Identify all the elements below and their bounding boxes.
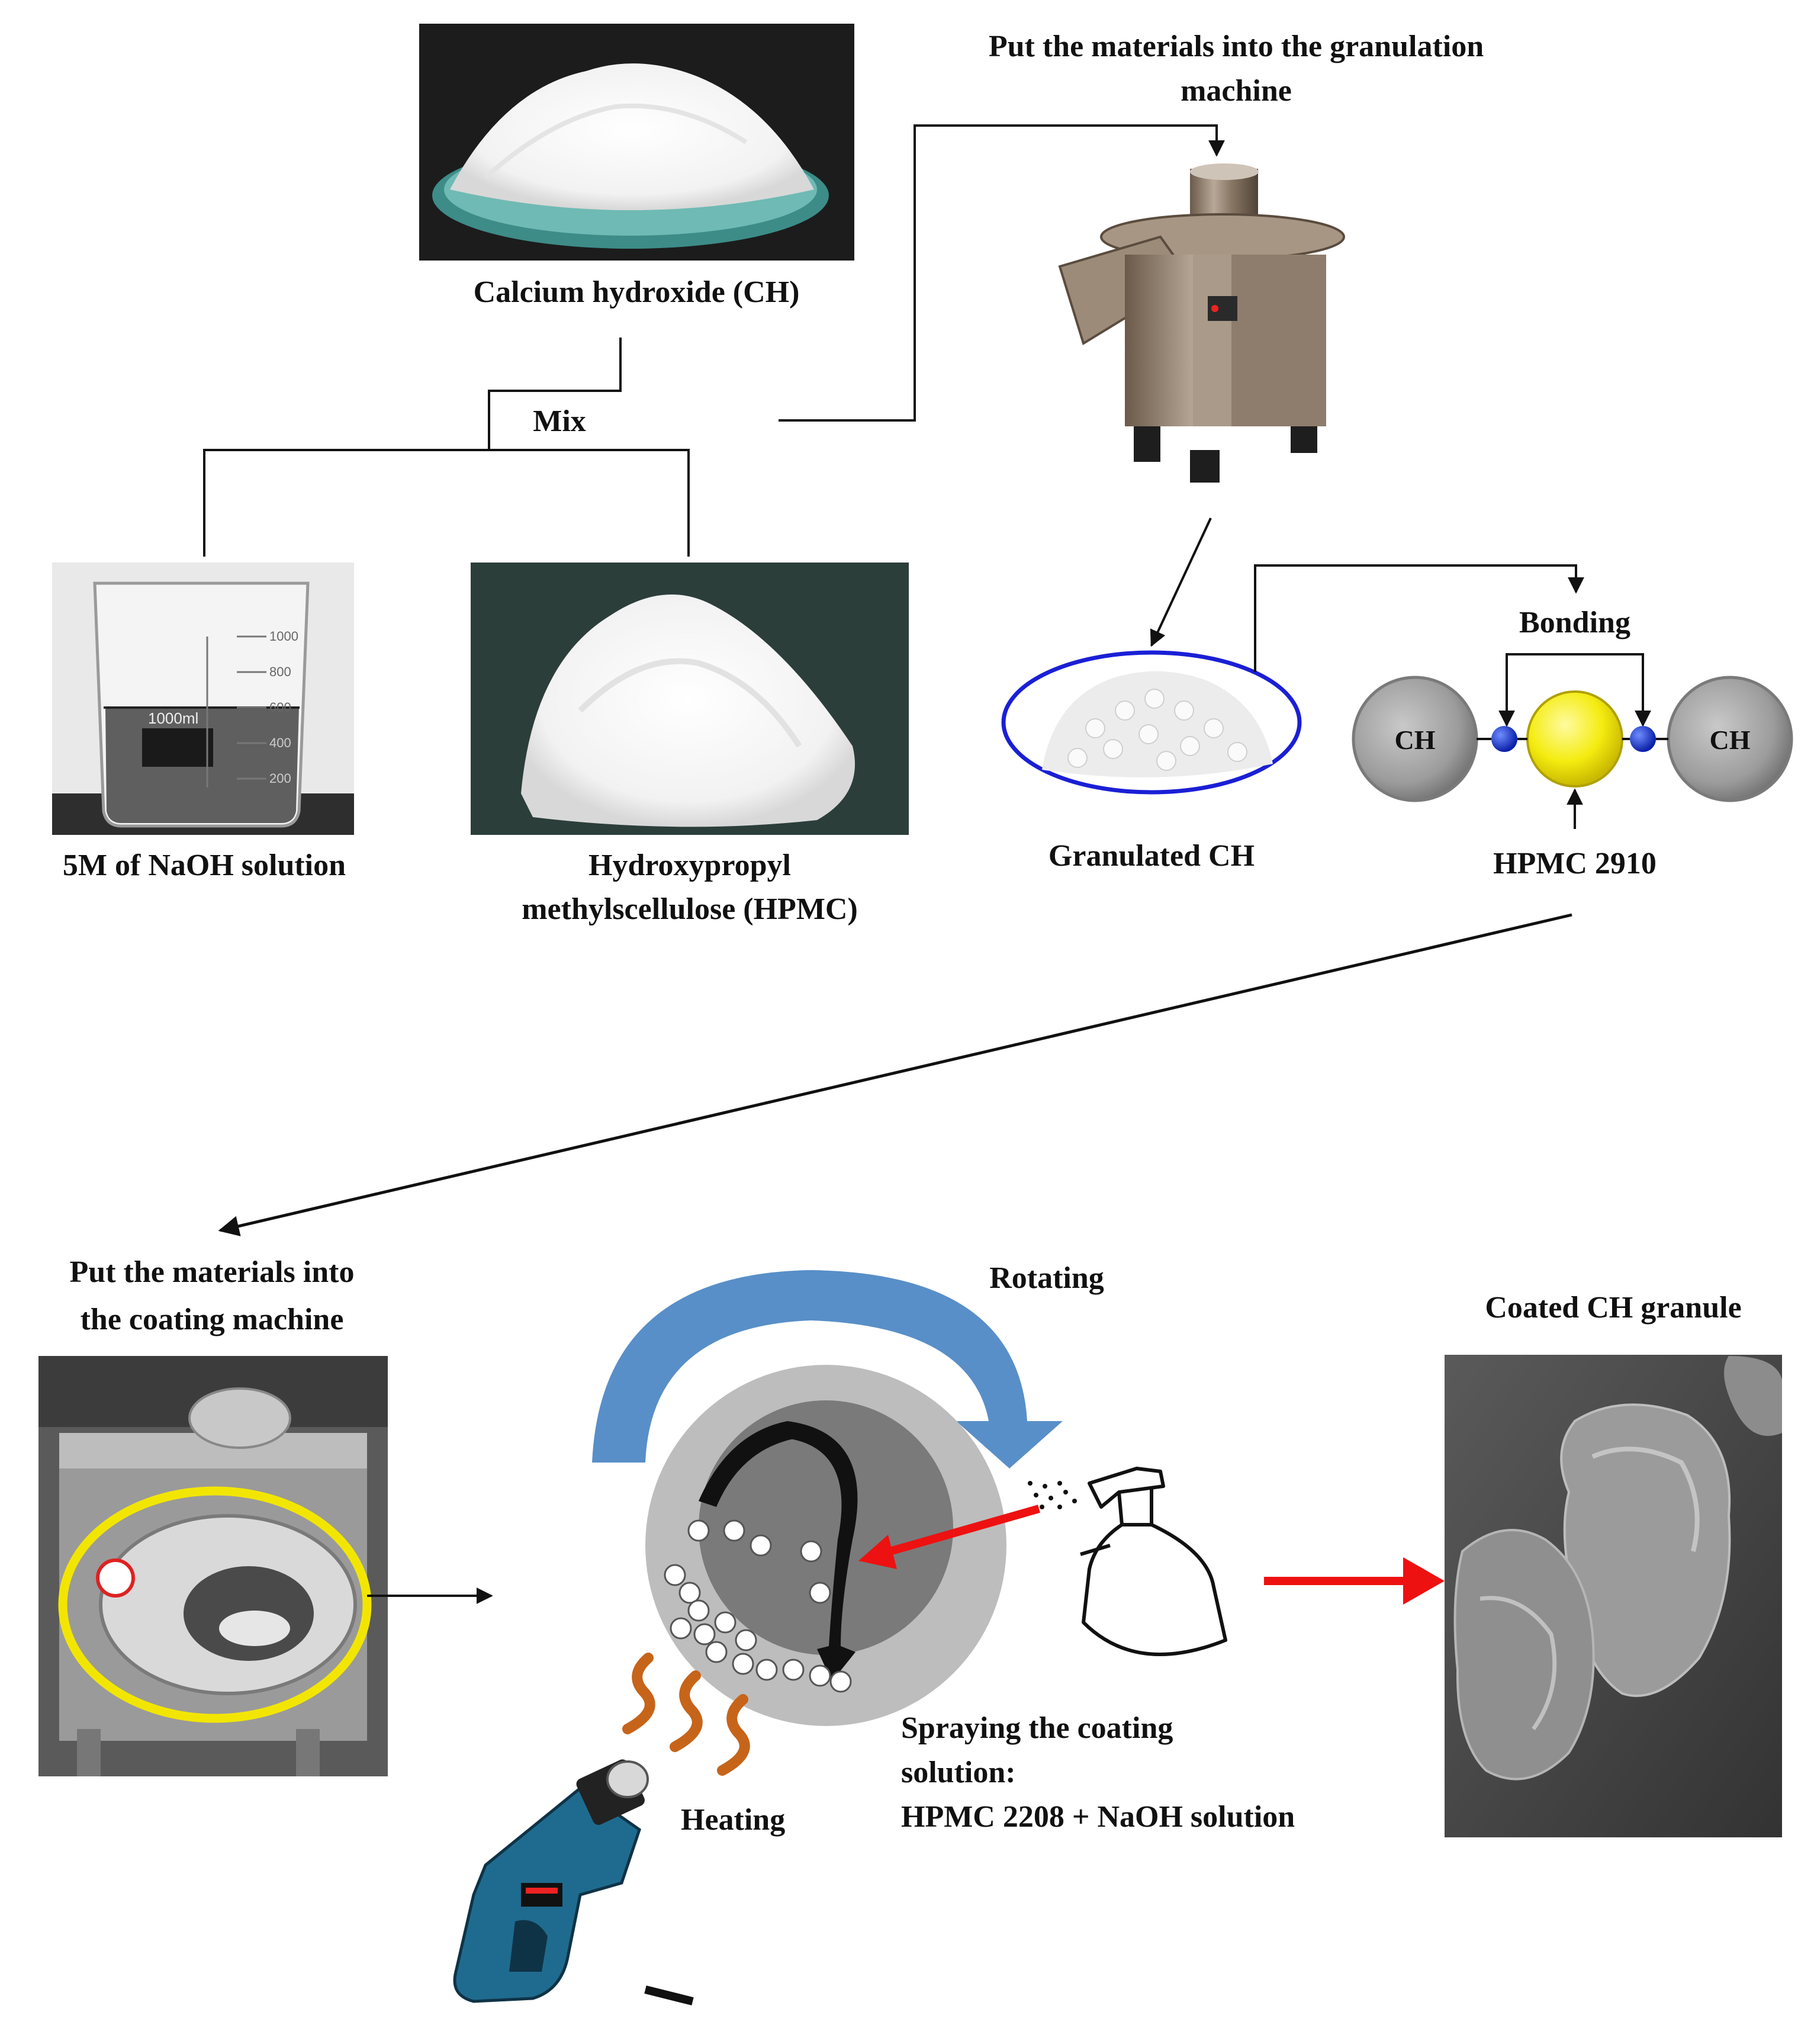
hpmc-powder-photo [471,563,909,835]
calcium-hydroxide-photo [419,24,854,261]
hpmc-label-line2: methylscellulose (HPMC) [522,892,858,926]
naoh-beaker-photo: 1000 800 600 400 200 1000ml [52,563,354,835]
bonding-ch-left: CH [1395,725,1436,755]
naoh-label: 5M of NaOH solution [63,849,346,882]
bonding-ch-right: CH [1710,725,1751,755]
coated-ch-sem-image [1445,1355,1782,1837]
hpmc-2910-label: HPMC 2910 [1493,847,1657,880]
spraying-line2: solution: [901,1756,1016,1789]
granulation-title-line2: machine [1181,74,1292,108]
to-granulation-arrow [779,124,1225,422]
beaker-mark-800: 800 [269,664,291,679]
beaker-mark-400: 400 [269,735,291,750]
coating-machine-photo [38,1356,388,1776]
granulated-ch-label: Granulated CH [1048,839,1255,873]
to-coated-arrowhead [1403,1557,1445,1605]
to-bonding-arrow [1254,564,1584,672]
bonding-label: Bonding [1519,606,1630,639]
granulation-title-line1: Put the materials into the granulation [989,30,1484,63]
spray-direction-arrow [872,1505,1040,1560]
calcium-hydroxide-label: Calcium hydroxide (CH) [474,275,800,309]
coating-title-line2: the coating machine [81,1303,344,1336]
mix-label: Mix [533,404,586,438]
rotating-label: Rotating [989,1261,1104,1295]
granulated-ch-photo [1001,650,1302,795]
heat-waves-icon [622,1653,750,1776]
bonding-diagram [1352,653,1793,829]
spray-arrowhead [858,1535,897,1569]
granulation-machine-photo [1058,163,1345,483]
to-coating-arrow [218,913,1572,1236]
spray-mist [1028,1481,1077,1509]
beaker-mark-1000: 1000 [269,629,298,644]
rotating-drum [592,1270,1063,1726]
spraying-line3: HPMC 2208 + NaOH solution [901,1800,1295,1834]
spray-bottle-icon [1080,1467,1227,1656]
coated-ch-label: Coated CH granule [1485,1291,1741,1325]
to-granulated-arrow [1150,518,1212,647]
coating-title-line1: Put the materials into [70,1255,355,1289]
hpmc-label-line1: Hydroxypropyl [588,849,791,882]
beaker-mark-200: 200 [269,771,291,786]
beaker-badge: 1000ml [148,709,198,727]
heating-label: Heating [681,1803,785,1837]
beaker-mark-600: 600 [269,700,291,715]
heat-gun-icon [453,1759,694,2006]
mix-connector [203,338,690,557]
spraying-line1: Spraying the coating [901,1711,1173,1745]
rotate-arrow [592,1270,1063,1468]
